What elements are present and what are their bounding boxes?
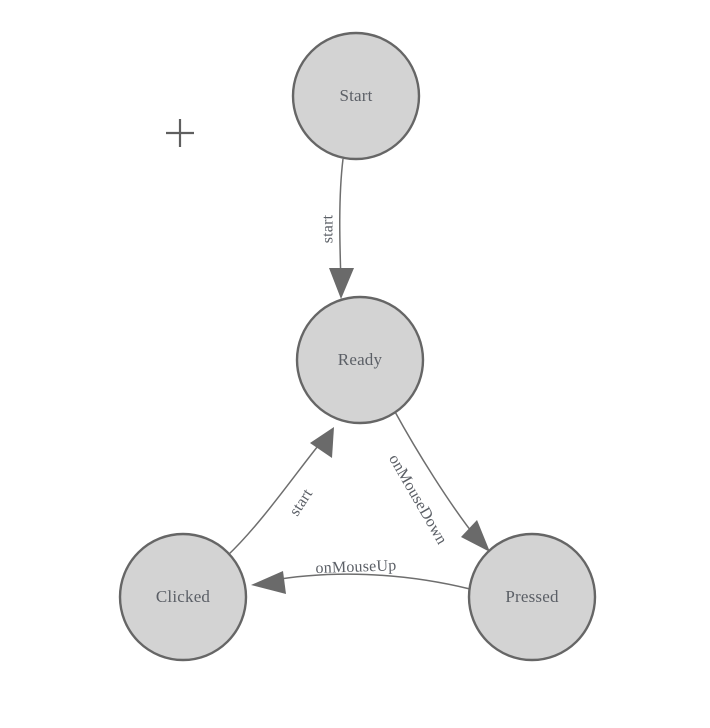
node-ready[interactable]: Ready — [295, 295, 425, 425]
edge-pressed-to-clicked-arrowhead — [251, 571, 286, 594]
edge-label-ready-to-pressed: onMouseDown — [385, 452, 450, 548]
edge-clicked-to-ready-arrowhead — [310, 427, 334, 458]
crosshair-icon[interactable] — [166, 119, 194, 147]
edge-ready-to-pressed[interactable]: onMouseDown — [385, 409, 490, 552]
node-start[interactable]: Start — [291, 31, 421, 161]
edge-pressed-to-clicked-path[interactable] — [267, 573, 471, 590]
node-clicked-label: Clicked — [156, 587, 211, 606]
node-start-circle[interactable] — [291, 31, 421, 161]
node-start-label: Start — [339, 86, 372, 105]
edge-clicked-to-ready[interactable]: start — [226, 427, 334, 557]
node-ready-label: Ready — [338, 350, 383, 369]
node-pressed-label: Pressed — [505, 587, 559, 606]
edge-clicked-to-ready-path[interactable] — [226, 440, 323, 557]
edge-pressed-to-clicked[interactable]: onMouseUp — [251, 557, 471, 594]
edge-start-to-ready-arrowhead — [329, 268, 354, 299]
edge-label-clicked-to-ready: start — [286, 486, 316, 519]
edge-start-to-ready[interactable]: start — [320, 158, 354, 299]
edge-label-start-to-ready: start — [320, 214, 337, 243]
edge-ready-to-pressed-arrowhead — [461, 520, 490, 552]
node-clicked-circle[interactable] — [118, 532, 248, 662]
node-pressed[interactable]: Pressed — [467, 532, 597, 662]
node-ready-circle[interactable] — [295, 295, 425, 425]
edge-ready-to-pressed-path[interactable] — [393, 409, 479, 541]
edge-label-pressed-to-clicked: onMouseUp — [315, 557, 396, 577]
node-pressed-circle[interactable] — [467, 532, 597, 662]
edge-start-to-ready-path[interactable] — [339, 158, 344, 284]
node-clicked[interactable]: Clicked — [118, 532, 248, 662]
